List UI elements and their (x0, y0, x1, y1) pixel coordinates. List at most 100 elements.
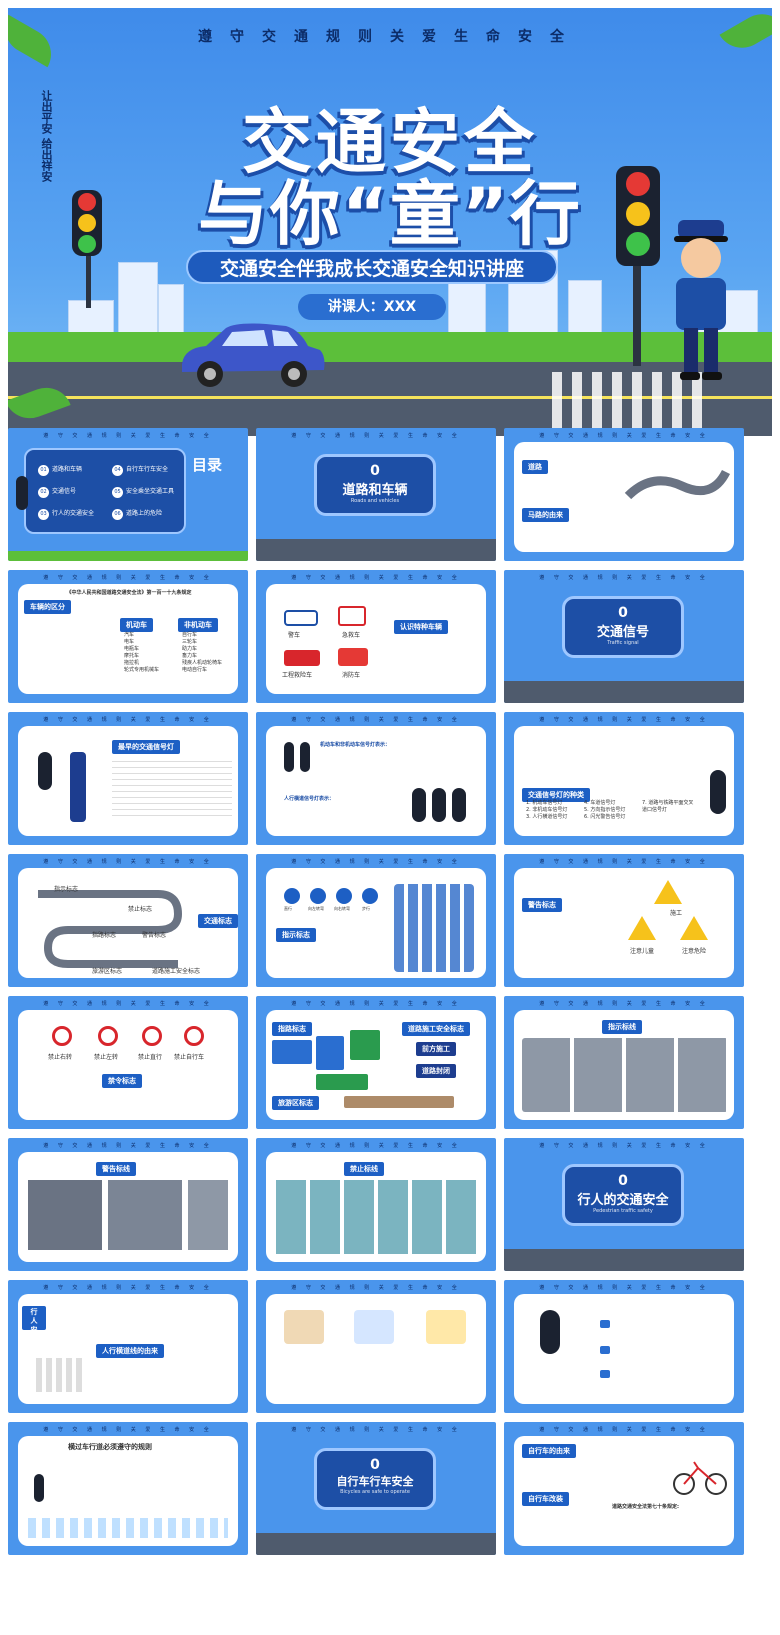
hero-subtitle: 交通安全伴我成长交通安全知识讲座 (186, 250, 558, 284)
bike-law-header: 道路交通安全法第七十条规定: (612, 1504, 680, 1510)
turn-left-sign-icon (310, 888, 326, 904)
straight-sign-icon (284, 888, 300, 904)
vehicle-signals-header: 机动车和非机动车信号灯表示： (320, 742, 391, 748)
thumb-ban-lines[interactable]: 遵 守 交 通 规 则 关 爱 生 命 安 全 禁止标线 (256, 1138, 496, 1271)
crossing-guard-icon (426, 1310, 466, 1344)
police-officer-icon (70, 752, 86, 822)
road-header: 道路 (522, 460, 548, 474)
traffic-light-icon (540, 1310, 560, 1354)
thumb-signal-kinds[interactable]: 遵 守 交 通 规 则 关 爱 生 命 安 全 交通信号灯的种类 1. 机动车信… (504, 712, 744, 845)
traffic-sign-header: 交通标志 (198, 914, 238, 928)
thumb-first-signal[interactable]: 遵 守 交 通 规 则 关 爱 生 命 安 全 最早的交通信号灯 (8, 712, 248, 845)
thumb-indication-lines[interactable]: 遵 守 交 通 规 则 关 爱 生 命 安 全 指示标线 (504, 996, 744, 1129)
thumb-prohibit-signs[interactable]: 遵 守 交 通 规 则 关 爱 生 命 安 全 禁止右转 禁止左转 禁止直行 禁… (8, 996, 248, 1129)
thumb-section-1[interactable]: 遵 守 交 通 规 则 关 爱 生 命 安 全 0 道路和车辆 Roads an… (256, 428, 496, 561)
no-right-turn-icon (52, 1026, 72, 1046)
thumb-section-4[interactable]: 遵 守 交 通 规 则 关 爱 生 命 安 全 0 自行车行车安全 Bicycl… (256, 1422, 496, 1555)
grass (8, 332, 772, 366)
thumb-crossing-rules[interactable]: 遵 守 交 通 规 则 关 爱 生 命 安 全 横过车行道必须遵守的规则 (8, 1422, 248, 1555)
bike-mod-header: 自行车改装 (522, 1492, 569, 1506)
construction-sign-icon (654, 880, 682, 904)
indication-header: 指示标志 (276, 928, 316, 942)
thumb-pedestrian[interactable]: 遵 守 交 通 规 则 关 爱 生 命 安 全 行人安全 人行横道线的由来 (8, 1280, 248, 1413)
section-sign: 0 行人的交通安全 Pedestrian traffic safety (562, 1164, 684, 1226)
thumb-section-3[interactable]: 遵 守 交 通 规 则 关 爱 生 命 安 全 0 行人的交通安全 Pedest… (504, 1138, 744, 1271)
crosswalk-icon (36, 1358, 84, 1392)
no-bicycle-icon (184, 1026, 204, 1046)
pedestrian-tag: 行人安全 (22, 1306, 46, 1343)
sign-label: 禁止直行 (138, 1054, 163, 1061)
slide-strip: 遵 守 交 通 规 则 关 爱 生 命 安 全 (43, 1427, 213, 1433)
list-marker (600, 1370, 610, 1378)
tourist-sign-row (344, 1096, 454, 1108)
slide-strip: 遵 守 交 通 规 则 关 爱 生 命 安 全 (291, 1285, 461, 1291)
slide-strip: 遵 守 交 通 规 则 关 爱 生 命 安 全 (43, 1001, 213, 1007)
danger-sign-icon (680, 916, 708, 940)
sign-label: 直行 (284, 906, 292, 911)
thumb-indication-signs[interactable]: 遵 守 交 通 规 则 关 爱 生 命 安 全 直行 向左转弯 向右转弯 步行 … (256, 854, 496, 987)
ambulance-icon (338, 606, 366, 626)
slide-strip: 遵 守 交 通 规 则 关 爱 生 命 安 全 (539, 717, 709, 723)
thumb-special-vehicles[interactable]: 遵 守 交 通 规 则 关 爱 生 命 安 全 认识特种车辆 警车 急救车 工程… (256, 570, 496, 703)
thumb-bicycle[interactable]: 遵 守 交 通 规 则 关 爱 生 命 安 全 自行车的由来 自行车改装 道路交… (504, 1422, 744, 1555)
hero-speaker: 讲课人：XXX (298, 294, 446, 320)
toc-title: 目录 (192, 456, 223, 474)
slide-strip: 遵 守 交 通 规 则 关 爱 生 命 安 全 (539, 433, 709, 439)
thumb-warning-lines[interactable]: 遵 守 交 通 规 则 关 爱 生 命 安 全 警告标线 (8, 1138, 248, 1271)
section-number: 0 (618, 605, 628, 621)
thumb-guide-signs[interactable]: 遵 守 交 通 规 则 关 爱 生 命 安 全 指路标志 道路施工安全标志 旅游… (256, 996, 496, 1129)
section-subtitle: Traffic signal (607, 640, 639, 646)
turn-right-sign-icon (336, 888, 352, 904)
road (256, 1533, 496, 1555)
section-number: 0 (370, 1457, 380, 1473)
thumb-sign-map[interactable]: 遵 守 交 通 规 则 关 爱 生 命 安 全 指示标志 禁止标志 指路标志 警… (8, 854, 248, 987)
marking-header: 指示标线 (602, 1020, 642, 1034)
traffic-light-icon (34, 1474, 44, 1502)
thumb-section-2[interactable]: 遵 守 交 通 规 则 关 爱 生 命 安 全 0 交通信号 Traffic s… (504, 570, 744, 703)
no-left-turn-icon (98, 1026, 118, 1046)
slide-card (514, 726, 734, 836)
traffic-light-icon (16, 476, 28, 510)
slide-strip: 遵 守 交 通 规 则 关 爱 生 命 安 全 (291, 433, 461, 439)
sign-label: 注意危险 (682, 948, 707, 955)
pedestrian-header: 人行横道线的由来 (96, 1344, 164, 1358)
slide-strip: 遵 守 交 通 规 则 关 爱 生 命 安 全 (43, 1285, 213, 1291)
thumb-signals[interactable]: 遵 守 交 通 规 则 关 爱 生 命 安 全 机动车和非机动车信号灯表示： 人… (256, 712, 496, 845)
building (568, 280, 602, 340)
traffic-light-icon (300, 742, 310, 772)
kinds-col3: 7. 道路与铁路平面交叉道口信号灯 (642, 800, 694, 813)
guide-header: 指路标志 (272, 1022, 312, 1036)
thumb-warning-signs[interactable]: 遵 守 交 通 规 则 关 爱 生 命 安 全 警告标志 施工 注意儿童 注意危… (504, 854, 744, 987)
road-image (188, 1180, 228, 1250)
section-title: 道路和车辆 (342, 483, 408, 498)
law-header: 车辆的区分 (24, 600, 71, 614)
banline-header: 禁止标线 (344, 1162, 384, 1176)
slide-strip: 遵 守 交 通 规 则 关 爱 生 命 安 全 (291, 575, 461, 581)
thumb-pedestrian-3[interactable]: 遵 守 交 通 规 则 关 爱 生 命 安 全 (504, 1280, 744, 1413)
slide-strip: 遵 守 交 通 规 则 关 爱 生 命 安 全 (539, 1285, 709, 1291)
slide-strip: 遵 守 交 通 规 则 关 爱 生 命 安 全 (291, 1143, 461, 1149)
road-marking-images (276, 1180, 476, 1254)
police-car-icon (284, 610, 318, 626)
slide-card (514, 442, 734, 552)
building (118, 262, 158, 340)
thumb-law[interactable]: 遵 守 交 通 规 则 关 爱 生 命 安 全 《中华人民共和国道路交通安全法》… (8, 570, 248, 703)
thumb-pedestrian-2[interactable]: 遵 守 交 通 规 则 关 爱 生 命 安 全 (256, 1280, 496, 1413)
thumb-road[interactable]: 遵 守 交 通 规 则 关 爱 生 命 安 全 道路 马路的由来 (504, 428, 744, 561)
fire-truck-icon (338, 648, 368, 666)
map-label: 警告标志 (142, 932, 167, 939)
police-car-label: 警车 (288, 632, 301, 639)
construction-header: 道路施工安全标志 (402, 1022, 470, 1036)
hero-slide[interactable]: 遵守交通规则关爱生命安全 让出平安 给出祥安 交通安全 与你“童”行 交通安全伴… (8, 8, 772, 436)
slide-strip: 遵 守 交 通 规 则 关 爱 生 命 安 全 (291, 1001, 461, 1007)
slide-strip: 遵 守 交 通 规 则 关 爱 生 命 安 全 (539, 1143, 709, 1149)
slide-strip: 遵 守 交 通 规 则 关 爱 生 命 安 全 (539, 1001, 709, 1007)
grass (8, 551, 248, 561)
